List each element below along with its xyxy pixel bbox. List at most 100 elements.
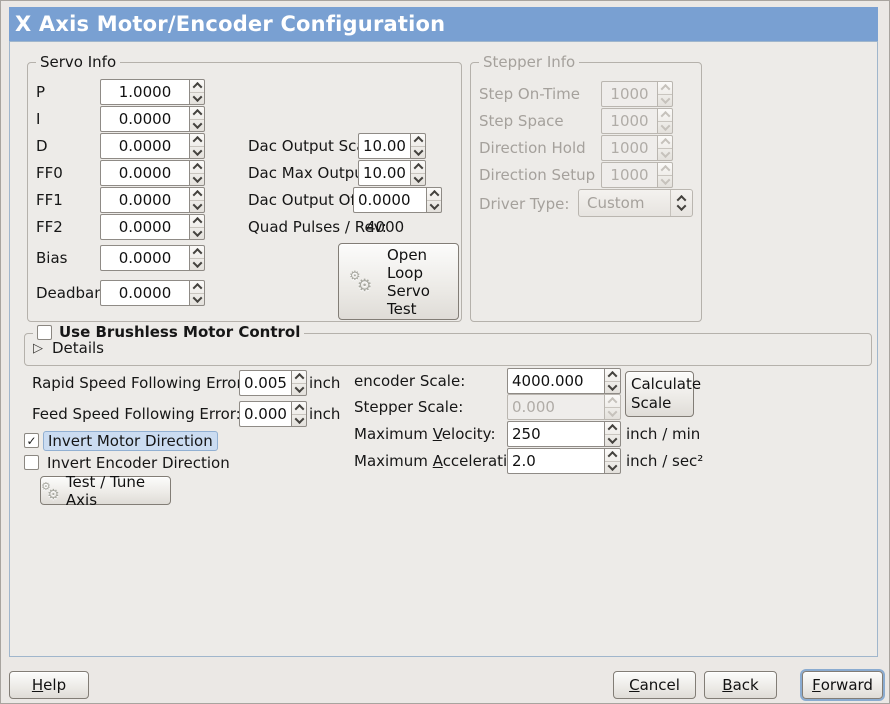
spin-up-button[interactable] [427,188,441,201]
maximum-velocity-spinner[interactable] [605,421,621,447]
direction-setup-input [601,162,658,188]
calculate-scale-button[interactable]: Calculate Scale [625,371,701,417]
p-input[interactable] [100,79,190,105]
d-label: D [36,137,48,155]
spin-up-button[interactable] [292,371,306,384]
spin-down-button[interactable] [605,380,620,394]
d-input[interactable] [100,133,190,159]
spin-down-button[interactable] [411,172,425,186]
feed-error-label: Feed Speed Following Error: [32,405,241,423]
test-tune-axis-label: Test / Tune Axis [65,472,146,509]
spin-down-button[interactable] [190,226,204,240]
spin-down-button[interactable] [190,145,204,159]
ff0-input[interactable] [100,160,190,186]
spin-up-button[interactable] [190,161,204,174]
dac-output-offset-spinner[interactable] [427,187,442,213]
spin-up-button[interactable] [605,449,620,462]
feed-error-spinner[interactable] [292,401,307,427]
test-tune-axis-button[interactable]: ⚙ ⚙ Test / Tune Axis [40,473,171,509]
spin-down-button[interactable] [292,382,306,396]
direction-hold-spinner [658,135,673,161]
direction-hold-input [601,135,658,161]
i-spinner[interactable] [190,106,205,132]
gears-icon: ⚙ ⚙ [349,268,373,296]
spin-down-button[interactable] [605,433,620,447]
spin-up-button[interactable] [605,369,620,382]
step-on-time-spinner [658,81,673,107]
details-expander[interactable]: ▷ Details [33,339,104,357]
spin-down-button[interactable] [190,199,204,213]
spin-up-button [605,395,620,408]
ff0-spinner[interactable] [190,160,205,186]
spin-down-button[interactable] [190,172,204,186]
dac-output-scale-spinner[interactable] [411,133,426,159]
spin-down-button[interactable] [190,257,204,271]
spin-up-button[interactable] [605,422,620,435]
invert-motor-label[interactable]: Invert Motor Direction [43,431,218,451]
maximum-velocity-input[interactable] [507,421,605,447]
spin-down-button[interactable] [427,199,441,213]
gears-icon: ⚙ ⚙ [41,479,60,503]
use-brushless-checkbox[interactable] [37,325,52,340]
spin-up-button[interactable] [190,134,204,147]
use-brushless-label[interactable]: Use Brushless Motor Control [59,323,301,341]
spin-up-button[interactable] [190,188,204,201]
spin-up-button[interactable] [411,134,425,147]
maximum-acceleration-label: Maximum Acceleration: [354,452,531,470]
d-spinner[interactable] [190,133,205,159]
dac-output-scale-input[interactable] [358,133,411,159]
spin-up-button[interactable] [190,80,204,93]
spin-up-button[interactable] [190,281,204,294]
bias-input[interactable] [100,245,190,271]
maximum-acceleration-input[interactable] [507,448,605,474]
i-input[interactable] [100,106,190,132]
spin-down-button[interactable] [190,91,204,105]
spin-up-button[interactable] [190,107,204,120]
maximum-acceleration-spinner[interactable] [605,448,621,474]
invert-motor-checkbox[interactable]: ✓ [24,433,39,448]
spin-down-button[interactable] [190,118,204,132]
ff2-spinner[interactable] [190,214,205,240]
stepper-scale-label: Stepper Scale: [354,398,464,416]
rapid-error-spinner[interactable] [292,370,307,396]
driver-type-value: Custom [587,194,645,212]
spin-down-button[interactable] [605,460,620,474]
encoder-scale-spinner[interactable] [605,368,621,394]
spin-down-button[interactable] [292,413,306,427]
invert-encoder-label[interactable]: Invert Encoder Direction [47,454,230,472]
spin-down-button [658,147,672,161]
bias-spinner[interactable] [190,245,205,271]
rapid-error-input[interactable] [239,370,292,396]
dac-output-offset-input[interactable] [353,187,427,213]
feed-error-input[interactable] [239,401,292,427]
ff1-spinner[interactable] [190,187,205,213]
p-spinner[interactable] [190,79,205,105]
dac-max-output-spinner[interactable] [411,160,426,186]
spin-up-button[interactable] [411,161,425,174]
spin-down-button [605,406,620,420]
spin-up-button[interactable] [190,215,204,228]
spin-up-button [658,109,672,122]
deadband-spinner[interactable] [190,280,205,306]
spin-down-button[interactable] [411,145,425,159]
ff2-input[interactable] [100,214,190,240]
spin-up-button [658,136,672,149]
direction-hold-label: Direction Hold [479,139,586,157]
driver-type-label: Driver Type: [479,195,570,213]
ff1-input[interactable] [100,187,190,213]
spin-up-button [658,82,672,95]
spin-down-button[interactable] [190,292,204,306]
ff0-label: FF0 [36,164,63,182]
dac-max-output-input[interactable] [358,160,411,186]
invert-encoder-checkbox[interactable] [24,455,39,470]
spin-up-button[interactable] [292,402,306,415]
maximum-acceleration-unit: inch / sec² [626,452,704,470]
encoder-scale-input[interactable] [507,368,605,394]
open-loop-servo-test-button[interactable]: ⚙ ⚙ Open Loop Servo Test [338,243,459,320]
deadband-input[interactable] [100,280,190,306]
spin-up-button[interactable] [190,246,204,259]
